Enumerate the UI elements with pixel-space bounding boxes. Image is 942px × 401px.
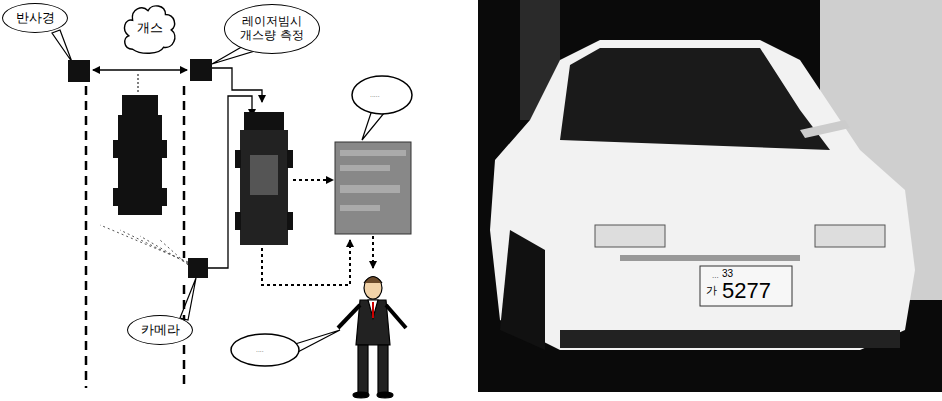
callout-text: 개스	[137, 21, 163, 36]
plate-text: 33	[722, 269, 733, 279]
callout-text: 반사경	[16, 11, 55, 26]
svg-text:....: ....	[256, 346, 264, 353]
svg-text:.....: .....	[370, 91, 380, 98]
callout-bubble: 반사경	[2, 3, 68, 33]
plate-text: 가	[706, 285, 717, 296]
plate-text: 5277	[722, 280, 771, 302]
callout-text: 카메라	[141, 323, 180, 338]
callout-text: 레이저빔시 개스량 측정	[236, 15, 308, 43]
callout-bubble: 레이저빔시 개스량 측정	[224, 4, 320, 54]
gas-cloud: 개스	[121, 1, 179, 55]
svg-text:...: ...	[712, 272, 719, 280]
callout-bubble: 카메라	[127, 315, 193, 345]
